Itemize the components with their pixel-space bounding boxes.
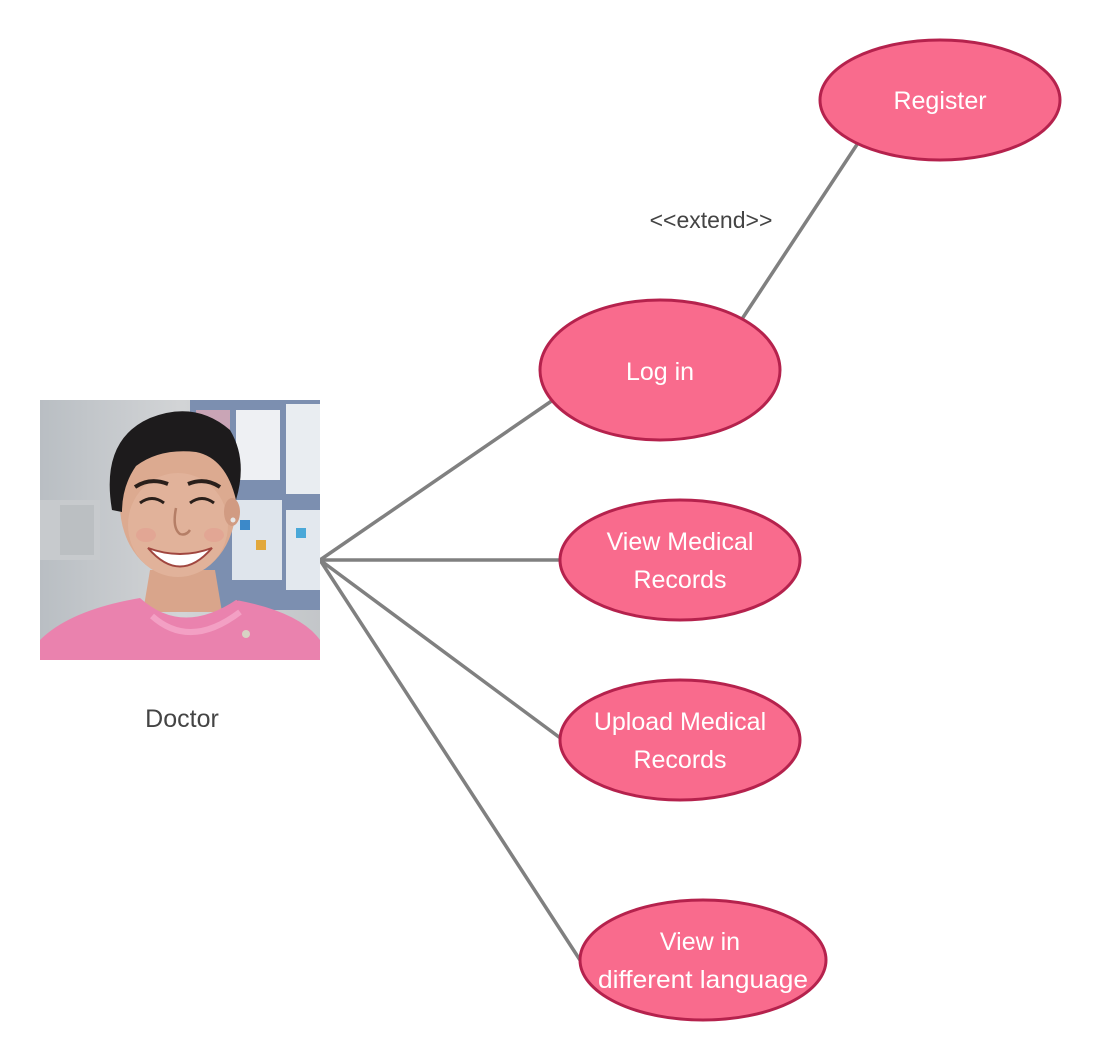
use-case-view-medical-records-label-line2: Records: [633, 566, 726, 594]
use-case-upload-medical-records-label-line2: Records: [633, 746, 726, 774]
use-case-view-in-different-language[interactable]: View in different language: [578, 898, 828, 1022]
association-view-language: [318, 559, 582, 961]
use-case-login-label: Log in: [626, 358, 694, 386]
extend-connector: [740, 142, 860, 320]
use-case-login[interactable]: Log in: [538, 298, 782, 442]
actor-photo: [40, 400, 320, 660]
use-case-view-in-different-language-label-line1: View in: [660, 928, 740, 956]
use-case-view-medical-records[interactable]: View Medical Records: [558, 498, 802, 622]
use-case-upload-medical-records[interactable]: Upload Medical Records: [558, 678, 802, 802]
extend-label: <<extend>>: [650, 207, 773, 233]
association-upload-records: [318, 558, 565, 742]
use-case-register-label: Register: [893, 87, 986, 115]
use-case-upload-medical-records-label-line1: Upload Medical: [594, 708, 766, 736]
use-case-view-in-different-language-label-line2: different language: [598, 966, 808, 994]
use-case-register[interactable]: Register: [818, 38, 1062, 162]
actor-label: Doctor: [145, 705, 219, 733]
use-case-view-medical-records-label-line1: View Medical: [607, 528, 754, 556]
association-login: [319, 398, 554, 562]
connectors: [318, 142, 860, 961]
